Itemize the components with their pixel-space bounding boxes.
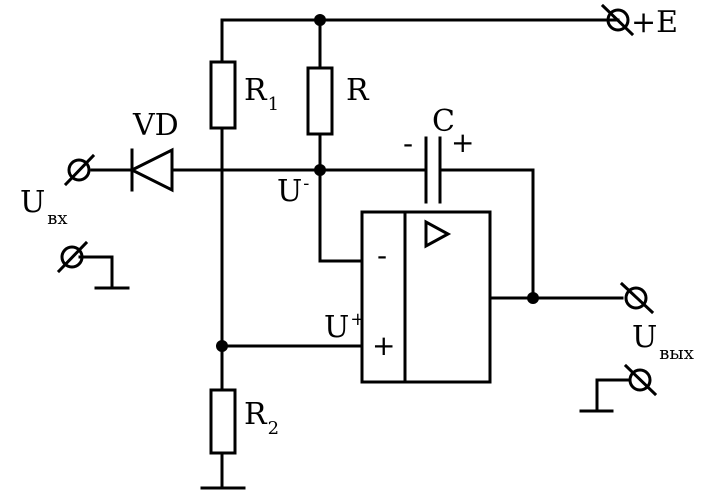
supply-label: +E — [631, 5, 678, 40]
capacitor-label: C — [432, 104, 455, 139]
capacitor-plus-sign: + — [451, 126, 474, 159]
opamp-minus-sign: - — [377, 239, 387, 272]
junction-dot — [216, 340, 228, 352]
opamp — [360, 210, 492, 384]
capacitor-c — [424, 136, 442, 204]
capacitor-minus-sign: - — [403, 127, 413, 160]
resistor-r2-label: R2 — [244, 397, 279, 439]
junctions — [216, 14, 539, 352]
resistor-r1 — [209, 60, 237, 130]
opamp-plus-sign: + — [372, 329, 395, 362]
diode-label: VD — [132, 108, 179, 143]
resistor-r1-label: R1 — [244, 73, 279, 115]
resistor-r2 — [209, 388, 237, 455]
resistor-r-label: R — [346, 73, 370, 108]
terminal-input — [63, 153, 96, 187]
terminal-input-ground — [56, 240, 89, 274]
junction-dot — [314, 164, 326, 176]
u-minus-label: U- — [277, 173, 309, 209]
terminal-output — [619, 281, 655, 315]
terminal-output-ground — [623, 363, 658, 397]
terminal-supply — [600, 3, 635, 37]
u-plus-label: U+ — [324, 309, 365, 345]
diode-vd — [128, 147, 174, 193]
resistor-r — [306, 66, 334, 136]
junction-dot — [527, 292, 539, 304]
junction-dot — [314, 14, 326, 26]
